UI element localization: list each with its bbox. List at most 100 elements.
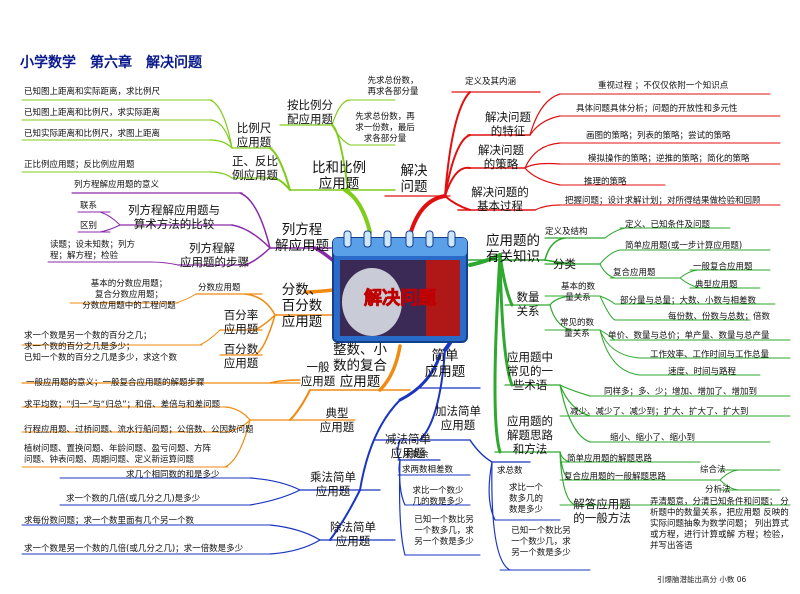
node-yy-s1: 同样多；多、少；增加、增加了、增加到 <box>604 387 758 397</box>
branch-line <box>329 489 361 541</box>
node-yy-d1: 定义、已知条件及问题 <box>625 220 711 230</box>
node-bl-z1: 正比例应用题；反比例应用题 <box>24 160 135 170</box>
branch-line <box>303 288 335 294</box>
node-yy-dj: 定义及结构 <box>545 227 588 237</box>
branch-line <box>175 293 197 304</box>
branch-line <box>239 192 271 249</box>
node-fc-y: 列方程解应用题的意义 <box>74 180 160 190</box>
branch-line <box>559 451 576 506</box>
branch-line <box>599 329 641 376</box>
node-yy-zh: 综合法 <box>700 465 726 475</box>
branch-line <box>493 253 502 454</box>
branch-line <box>599 329 641 359</box>
node-fc-qb: 区别 <box>80 221 98 231</box>
node-r-c2: 模拟操作的策略；逆推的策略；简化的策略 <box>588 154 750 164</box>
branch-line <box>231 224 271 249</box>
node-r-t1: 重视过程 ；不仅仅依附一个知识点 <box>598 81 729 91</box>
branch-line <box>599 249 621 265</box>
branch-line <box>529 93 561 136</box>
node-zs-d1: 求平均数；“归一”与“归总”；和倍、差倍与和差问题 <box>24 400 221 410</box>
branch-line <box>224 406 251 421</box>
node-jd-cu: 除法简单 应用题 <box>330 520 376 548</box>
node-jd-jf: 加法简单 应用题 <box>435 404 481 432</box>
node-yy-jt1: 简单应用题的解题思路 <box>567 454 653 464</box>
branch-line <box>599 295 616 305</box>
node-r-g1: 把握问题；设计求解计划；对所得结果做检验和回顾 <box>565 196 761 206</box>
node-jd-js: 减法简单 应用题 <box>385 432 431 460</box>
node-jd-s2: 已知一个数比另 一个数多几，求 另一个数是多少 <box>414 515 474 547</box>
page-title: 小学数学 第六章 解决问题 <box>20 55 202 71</box>
node-b-fs: 分数、 百分数 应用题 <box>281 282 323 330</box>
node-yy-s3: 缩小、缩小了、缩小到 <box>610 433 696 443</box>
node-yy-sl: 数量 关系 <box>516 290 540 318</box>
node-r-gc: 解决问题的 基本过程 <box>471 185 529 213</box>
node-bl-zf: 正、反比 例应用题 <box>232 154 278 182</box>
branch-line <box>491 461 511 571</box>
node-jd-xc: 求两数相差数 <box>402 465 454 475</box>
node-yy-jd: 简单应用题(或一步计算应用题) <box>625 241 743 251</box>
branch-line <box>468 253 502 267</box>
node-yy-cj: 常见的数 量关系 <box>559 318 594 339</box>
branch-line <box>209 139 233 149</box>
branch-line <box>99 224 121 233</box>
node-yy-jb: 基本的数 量关系 <box>560 282 595 303</box>
node-yy-yb1: 弄清题意，分清已知条件和问题； 分析题中的数量关系，把应用题 反映的实际问题抽象… <box>650 497 789 551</box>
branch-line <box>396 439 401 461</box>
node-yy-f1: 一般复合应用题 <box>693 262 753 272</box>
node-b-fc: 列方程 解应用题 <box>275 222 329 254</box>
branch-line <box>209 171 233 179</box>
node-yy-c2: 工作效率、工作时间与工作总量 <box>650 350 770 360</box>
branch-line <box>398 459 406 556</box>
node-b-zs: 整数、小 数的复合 应用题 <box>333 342 387 390</box>
calendar-rings-icon <box>343 230 456 248</box>
branch-line <box>331 124 351 146</box>
node-fs-bfs: 百分数 应用题 <box>223 342 259 370</box>
branch-line <box>359 399 401 491</box>
node-jd-cf: 乘法简单 应用题 <box>310 470 356 498</box>
branch-line <box>534 204 561 211</box>
branch-line <box>469 439 493 463</box>
branch-line <box>559 384 591 443</box>
branch-line <box>209 99 233 149</box>
node-b-jd: 简单 应用题 <box>424 348 466 380</box>
node-jd-s1: 求比一个数少 几的数是多少 <box>412 486 464 507</box>
branch-line <box>419 349 446 441</box>
branch-line <box>549 304 571 331</box>
branch-line <box>599 329 616 341</box>
branch-line <box>254 314 276 356</box>
branch-line <box>378 344 402 392</box>
node-fs-f: 分数应用题 <box>198 283 241 293</box>
branch-line <box>249 477 301 491</box>
node-jd-s3: 已知一个数比另 一个数少几，求 另一个数是多少 <box>511 526 571 558</box>
branch-line <box>254 314 276 331</box>
node-yy-fl: 分类 <box>553 257 576 271</box>
node-yy-sy: 应用题中 常见的一 些术语 <box>507 350 553 392</box>
node-b-bl: 比和比例 应用题 <box>312 160 366 192</box>
branch-line <box>524 142 561 169</box>
branch-line <box>244 247 271 266</box>
node-r-dy: 定义及其内涵 <box>465 77 517 87</box>
node-yy-f2: 典型应用题 <box>695 280 738 290</box>
branch-line <box>269 524 321 541</box>
branch-line <box>604 227 626 239</box>
node-fc-b1: 读题；设未知数；列方 程；解方程；检验 <box>50 240 136 261</box>
node-yy-j2: 每份数、份数与总数；倍数 <box>668 312 771 322</box>
node-fc-bj: 列方程解应用题与 算术方法的比较 <box>128 203 220 231</box>
branch-line <box>331 99 351 126</box>
node-jd-jf1: 求比一个 数多几的 数是多少 <box>508 483 543 515</box>
photo-red-shape <box>426 260 460 336</box>
node-yy-yb: 解答应用题 的一般方法 <box>573 497 631 525</box>
node-bl-b1: 已知图上距离和实际距离，求比例尺 <box>24 87 161 97</box>
node-yy-c3: 速度、时间与路程 <box>668 367 737 377</box>
branch-line <box>224 419 251 468</box>
branch-line <box>398 353 442 402</box>
node-b-jjwt: 解决 问题 <box>400 163 428 195</box>
branch-line <box>343 188 372 234</box>
branch-line <box>408 194 447 237</box>
branch-line <box>269 147 291 191</box>
branch-line <box>444 91 471 197</box>
node-bl-fp: 按比例分 配应用题 <box>287 98 333 126</box>
branch-line <box>524 167 561 186</box>
node-zs-d3: 植树问题、置换问题、年龄问题、盈亏问题、方阵 问题、钟表问题、周期问题、定义新运… <box>24 444 212 465</box>
node-yy-fh: 复合应用题 <box>613 268 656 278</box>
